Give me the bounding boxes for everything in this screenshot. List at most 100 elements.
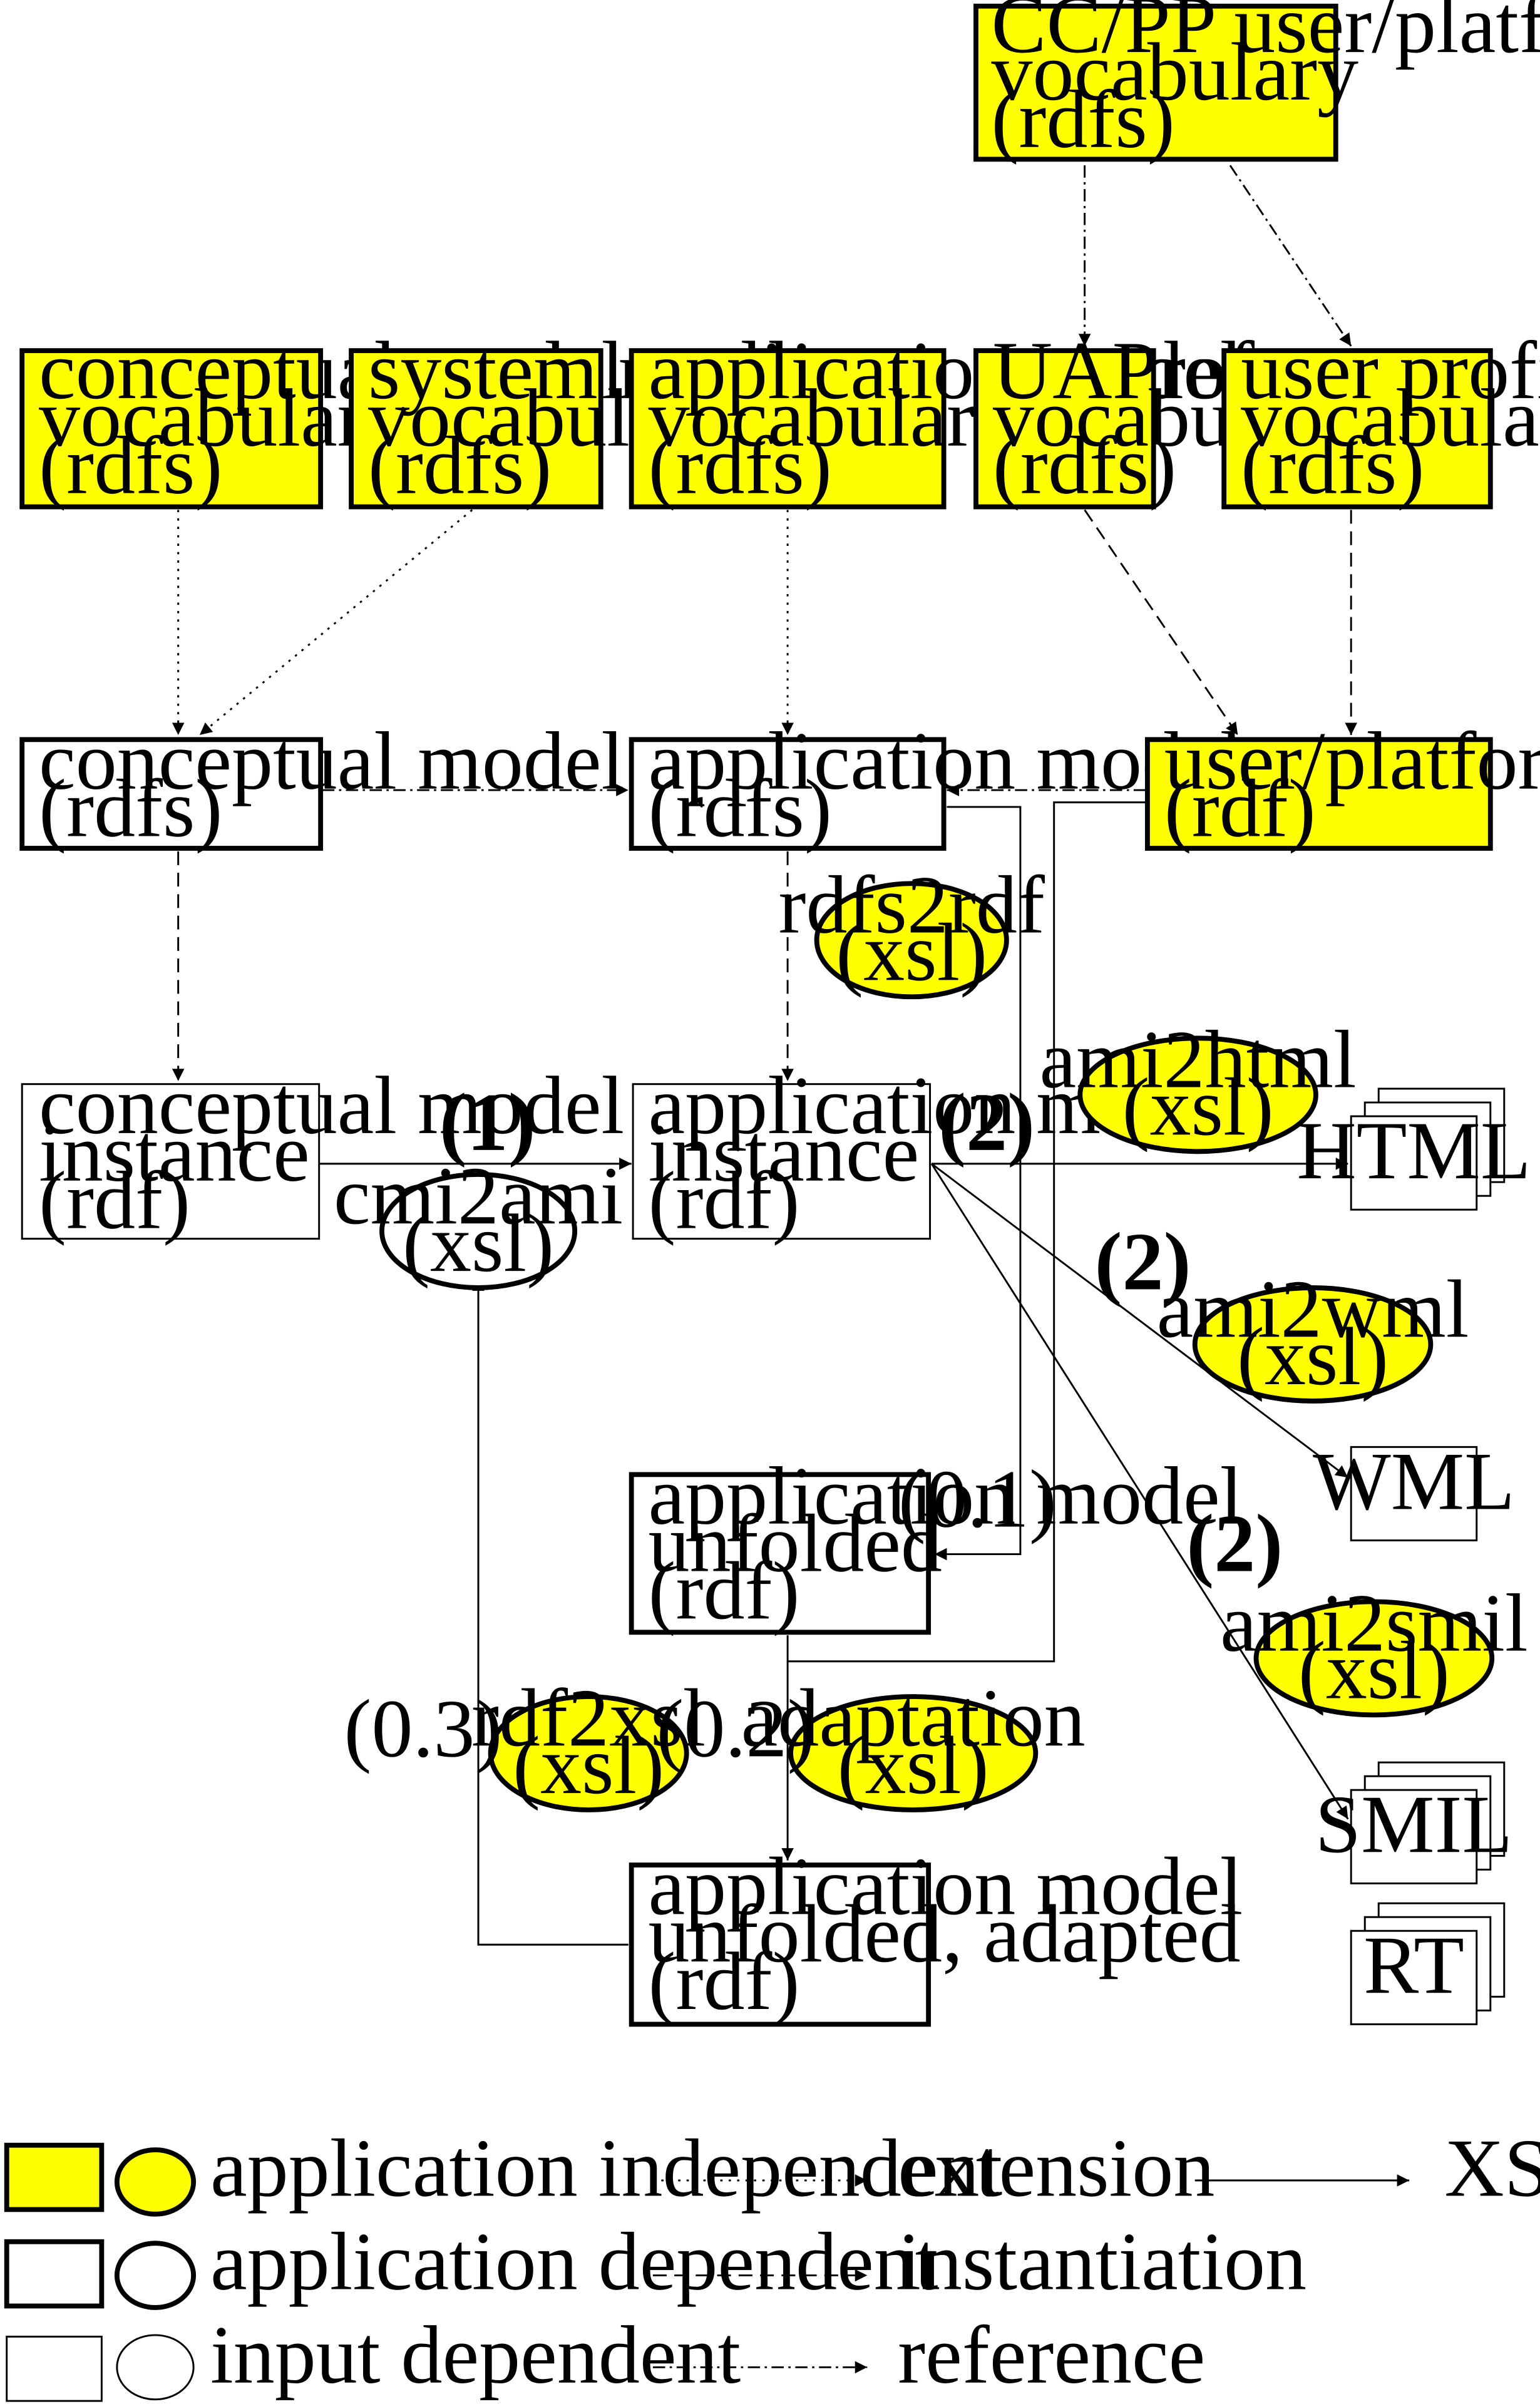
node-shape [632,1083,932,1240]
node-shape [629,737,947,851]
node-shape [629,1862,932,2027]
node-up-vocab: user profilevocabulary(rdfs) [1221,324,1540,511]
node-shape [1192,1285,1434,1404]
node-label-line: WML [1313,1435,1515,1527]
node-label-line: application model [649,715,1243,807]
node-label-line: rdfs2rdf [779,859,1045,951]
node-label-line: (rdf) [649,1544,800,1636]
label-step01: (0.1) [898,1453,1057,1545]
label-step02: (0.2) [656,1682,814,1774]
node-label-line: ami2html [1040,1014,1357,1106]
node-shape [629,1472,932,1635]
node-label-line: ami2wml [1157,1263,1469,1355]
node-rdf2xsl: rdf2xsl(xsl) [471,1672,706,1812]
edge-ami-to-wml [931,1163,1349,1479]
node-shape [19,348,324,510]
edge-ami-to-smil [930,1163,1349,1820]
edge-smvocab-to-cm [198,509,473,736]
node-ami2smil: ami2smil(xsl) [1220,1577,1528,1718]
node-rdfs2rdf: rdfs2rdf(xsl) [779,859,1045,1000]
node-label-line: (rdfs) [39,419,222,511]
node-rt: RT [1350,1902,1506,2025]
node-label-line: UAProf [993,324,1255,416]
node-shape [349,348,603,510]
node-ami2wml: ami2wml(xsl) [1157,1263,1469,1404]
node-smil: SMIL [1315,1761,1513,1884]
node-shape [379,1172,578,1290]
node-label-line: (rdf) [1164,762,1316,854]
edge-labels: (1) (2) (2) (2) (0.1) (0.2) (0.3) [344,1076,1283,1775]
node-label-line: (rdf) [649,1154,800,1246]
node-label-line: (xsl) [1122,1061,1274,1153]
node-label-line: SMIL [1315,1778,1513,1870]
node-html: HTML [1296,1087,1531,1211]
node-label-line: (xsl) [838,1719,989,1811]
legend-label-extension: extension [898,2122,1214,2214]
node-label-line: cmi2ami [334,1149,623,1241]
node-shape [1253,1599,1495,1718]
nodes: CC/PP user/platformvocabulary(rdfs)conce… [19,0,1540,2027]
node-label-line: (xsl) [836,906,987,998]
node-label-line: (rdfs) [991,73,1174,165]
node-am: application model(rdfs) [629,715,1243,854]
node-upp: user/platform profile(rdf) [1144,715,1540,854]
legend: application independent application depe… [4,2122,1540,2402]
node-label-line: unfolded [649,1497,942,1589]
node-shape [1077,1035,1318,1154]
legend-ellipse-dependent [114,2241,197,2310]
legend-label-independent: application independent [210,2122,1002,2214]
node-label-line: instance [649,1107,920,1199]
legend-box-dependent [4,2239,105,2309]
node-label-line: vocabulary [1241,372,1540,464]
node-shape [19,737,324,851]
node-label-line: (rdfs) [368,419,552,511]
node-shape [21,1083,321,1240]
legend-label-instantiation: instantiation [898,2216,1306,2308]
label-step1: (1) [439,1076,536,1168]
node-ccpp-vocab: CC/PP user/platformvocabulary(rdfs) [973,0,1540,165]
edge-am-to-unfolded [934,806,1022,1561]
node-label-line: conceptual model [39,715,624,807]
node-shape [629,348,947,510]
node-label-line: rdf2xsl [471,1672,706,1764]
node-label-line: (rdfs) [649,762,832,854]
node-label-line: vocabulary [649,372,1016,464]
edge-adapted-to-cmi2ami [472,1278,629,1946]
label-step03: (0.3) [344,1682,502,1774]
node-label-line: (rdfs) [993,419,1176,511]
node-shape [1221,348,1493,510]
node-shape [788,1694,1039,1812]
node-wml: WML [1313,1435,1515,1542]
node-cmi2ami: cmi2ami(xsl) [334,1149,623,1290]
node-label-line: (rdfs) [1241,419,1424,511]
edge-upp-to-adaptation [788,801,1146,1663]
node-shape [1350,1929,1478,2025]
node-label-line: CC/PP user/platform [991,0,1540,70]
node-adaptation: adaptation(xsl) [741,1672,1086,1812]
node-label-line: (rdf) [649,1935,800,2027]
node-shape [1350,1446,1478,1542]
node-label-line: HTML [1296,1104,1531,1196]
node-label-line: vocabulary [39,372,406,464]
node-label-line: conceptual model [39,1059,624,1151]
label-step2-html: (2) [938,1076,1035,1168]
legend-label-input: input dependent [210,2309,741,2401]
legend-ellipse-input [116,2334,195,2401]
node-label-line: adaptation [741,1672,1086,1764]
node-label-line: instance [39,1107,310,1199]
node-shape [1350,1789,1478,1884]
node-ami2html: ami2html(xsl) [1040,1014,1357,1154]
node-label-line: (rdfs) [649,419,832,511]
label-step2-wml: (2) [1095,1215,1191,1307]
node-label-line: ami2smil [1220,1577,1528,1669]
legend-box-independent [4,2142,105,2212]
legend-ellipse-independent [114,2147,197,2217]
node-label-line: application model [649,1450,1243,1542]
legend-label-reference: reference [898,2309,1205,2401]
legend-label-xslt: XSLT [1444,2122,1540,2214]
